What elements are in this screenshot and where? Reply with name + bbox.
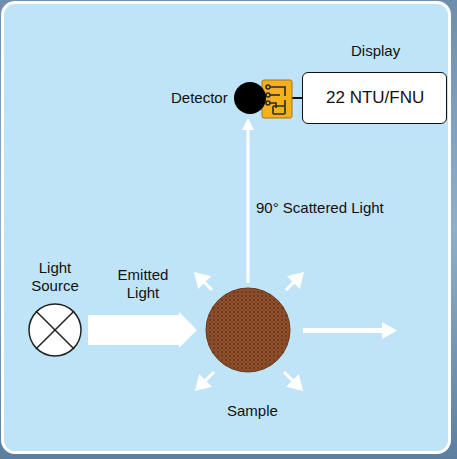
circuit-board: [262, 80, 292, 118]
sample-shape: [206, 288, 290, 372]
arrowhead: [242, 118, 254, 130]
scatter-arrows: [196, 274, 302, 389]
lamp-cross: [36, 311, 74, 349]
node-shape: [28, 303, 82, 357]
lamp-cross: [36, 311, 74, 349]
scatter-line: [247, 128, 250, 283]
display-value: 22 NTU/FNU: [326, 89, 424, 107]
light-beam-arrow: [88, 312, 197, 348]
display-box: Display22 NTU/FNU: [302, 72, 447, 124]
edge-label: 90° Scattered Light: [256, 199, 384, 217]
sample-circle: Sample: [205, 287, 291, 373]
light-source-label: Light Source: [20, 259, 90, 295]
sample-label: Sample: [227, 402, 278, 420]
detector-label: Detector: [171, 89, 228, 107]
edge-label: Emitted Light: [108, 266, 178, 302]
transmitted-light-arrow: [303, 322, 397, 339]
connector: [88, 312, 197, 348]
background-panel: [1, 1, 451, 454]
connector: [242, 118, 254, 283]
display-heading: Display: [351, 42, 400, 60]
detector-circle: Detector: [234, 82, 266, 114]
lamp-circle: [29, 304, 81, 356]
light-source-symbol: Light Source: [28, 303, 82, 357]
node-shape: [234, 82, 266, 114]
node-shape: [205, 287, 291, 373]
detector-shape: [234, 82, 266, 114]
